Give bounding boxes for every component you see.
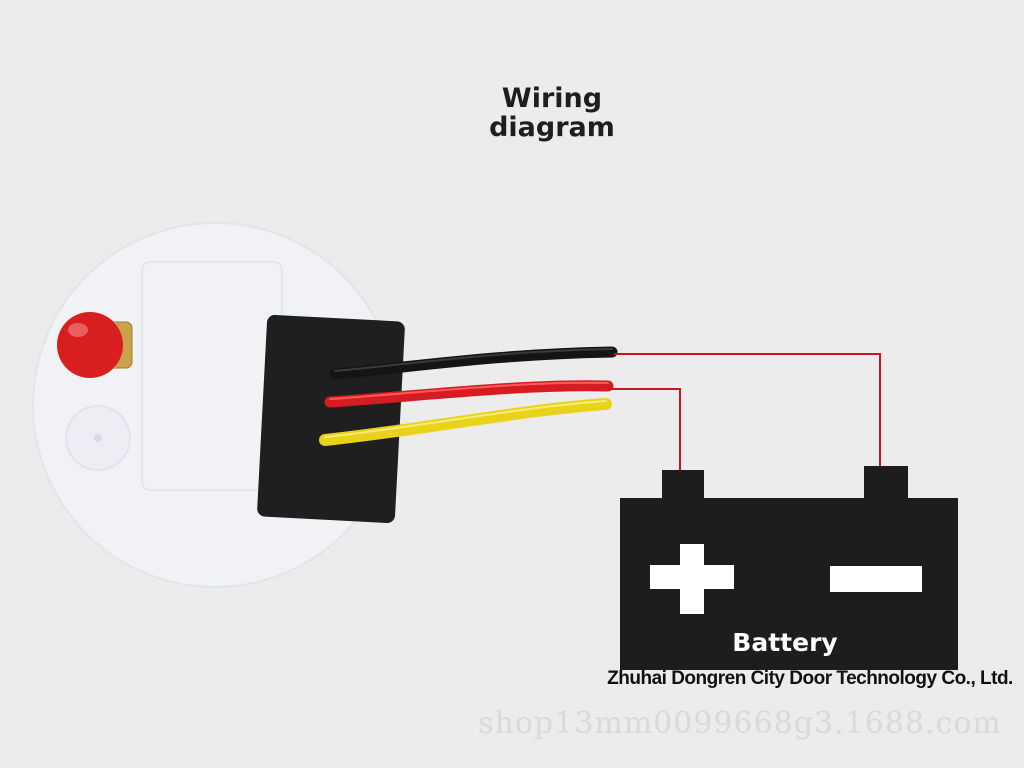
positive-lead-line [608, 388, 681, 472]
negative-lead-line [614, 353, 881, 468]
yellow-wire [319, 398, 612, 446]
red-wire-highlight [329, 381, 609, 400]
company-name: Zhuhai Dongren City Door Technology Co.,… [607, 668, 1013, 689]
red-wire [324, 380, 614, 408]
wire-connector-block [257, 314, 405, 524]
plus-icon [650, 544, 734, 614]
battery-label: Battery [732, 628, 838, 657]
yellow-wire-highlight [324, 400, 607, 438]
minus-icon [830, 566, 922, 592]
diagram-title: Wiring diagram [452, 84, 652, 142]
battery-icon [620, 466, 958, 670]
device-indent-dot [94, 434, 102, 442]
black-wire [329, 346, 618, 380]
led-indicator-icon [57, 312, 133, 378]
black-wire-highlight [334, 348, 613, 372]
connection-lines [608, 353, 881, 472]
watermark-text: shop13mm0099668g3.1688.com [478, 706, 1002, 741]
title-line-1: Wiring [501, 83, 603, 114]
positive-terminal [662, 470, 704, 502]
wires [319, 346, 618, 446]
title-line-2: diagram [489, 112, 615, 143]
negative-terminal [864, 466, 908, 502]
